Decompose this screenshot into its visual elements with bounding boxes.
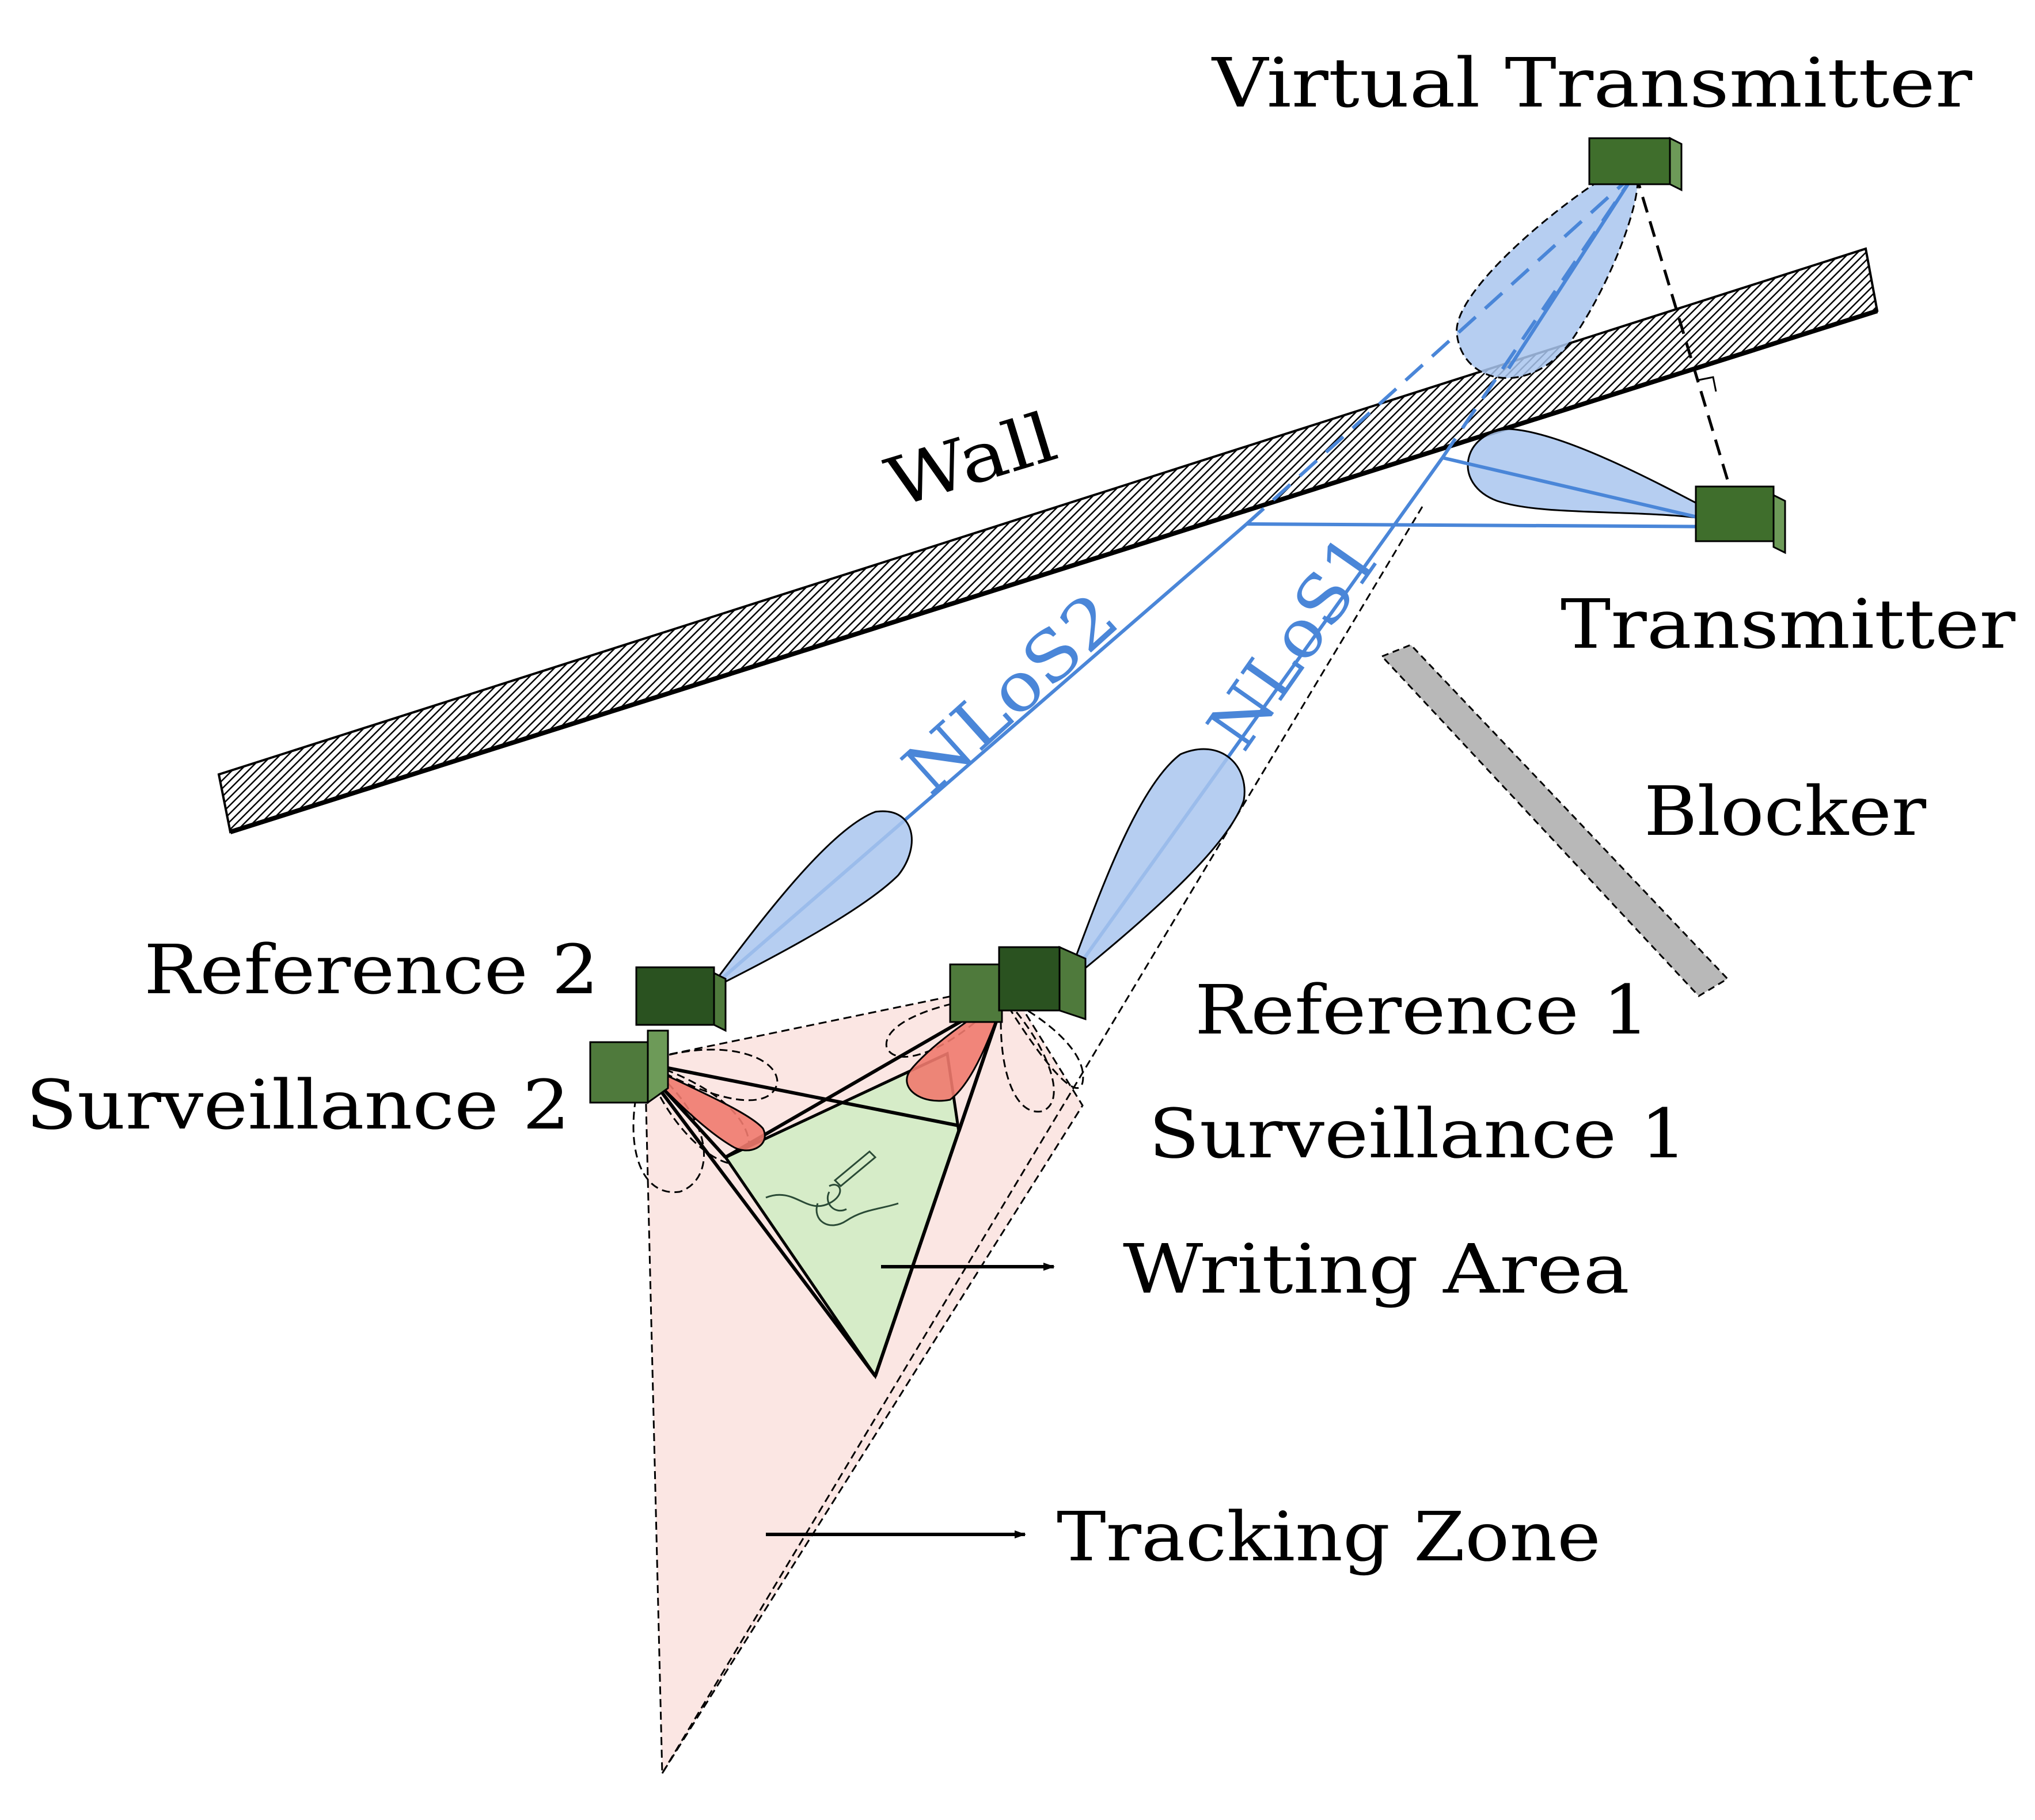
reference2-antenna [635, 966, 727, 1032]
nlos1-label: NLoS1 [1192, 520, 1396, 763]
right-angle-mark [1698, 376, 1717, 392]
surveillance2-antenna [589, 1029, 669, 1104]
transmitter-beam [1467, 428, 1737, 525]
tracking-zone-label: Tracking Zone [1057, 1497, 1601, 1576]
transmitter-antenna [1695, 485, 1786, 554]
virtual-transmitter-ray [1507, 172, 1637, 370]
writing-area-label: Writing Area [1123, 1229, 1630, 1309]
reference1-antenna [998, 945, 1087, 1021]
reference2-beam [707, 810, 913, 991]
virtual-transmitter-antenna [1588, 136, 1683, 192]
nlos2-path-virtual [1245, 171, 1637, 526]
reference1-label: Reference 1 [1195, 970, 1650, 1050]
surveillance2-beam [638, 1061, 766, 1152]
blocker-label: Blocker [1644, 772, 1927, 851]
reflection-guide-line [661, 506, 1423, 1774]
reference1-beam [1063, 748, 1246, 987]
surveillance1-antenna [949, 963, 1003, 1023]
transmitter-label: Transmitter [1561, 584, 2016, 664]
virtual-transmitter-label: Virtual Transmitter [1211, 43, 1973, 123]
wall [217, 247, 1879, 834]
reference2-label: Reference 2 [144, 930, 599, 1009]
wall-label: Wall [877, 397, 1065, 523]
surveillance2-label: Surveillance 2 [26, 1065, 570, 1145]
nlos1-reflection [1442, 456, 1740, 529]
surveillance1-label: Surveillance 1 [1149, 1094, 1687, 1173]
nlos2-reflection [1246, 522, 1740, 529]
wall-edge [229, 309, 1878, 834]
mirror-line [1634, 172, 1741, 519]
blocker [1380, 644, 1729, 997]
virtual-transmitter-beam [1456, 164, 1639, 379]
hand-writing-icon [765, 1150, 899, 1226]
